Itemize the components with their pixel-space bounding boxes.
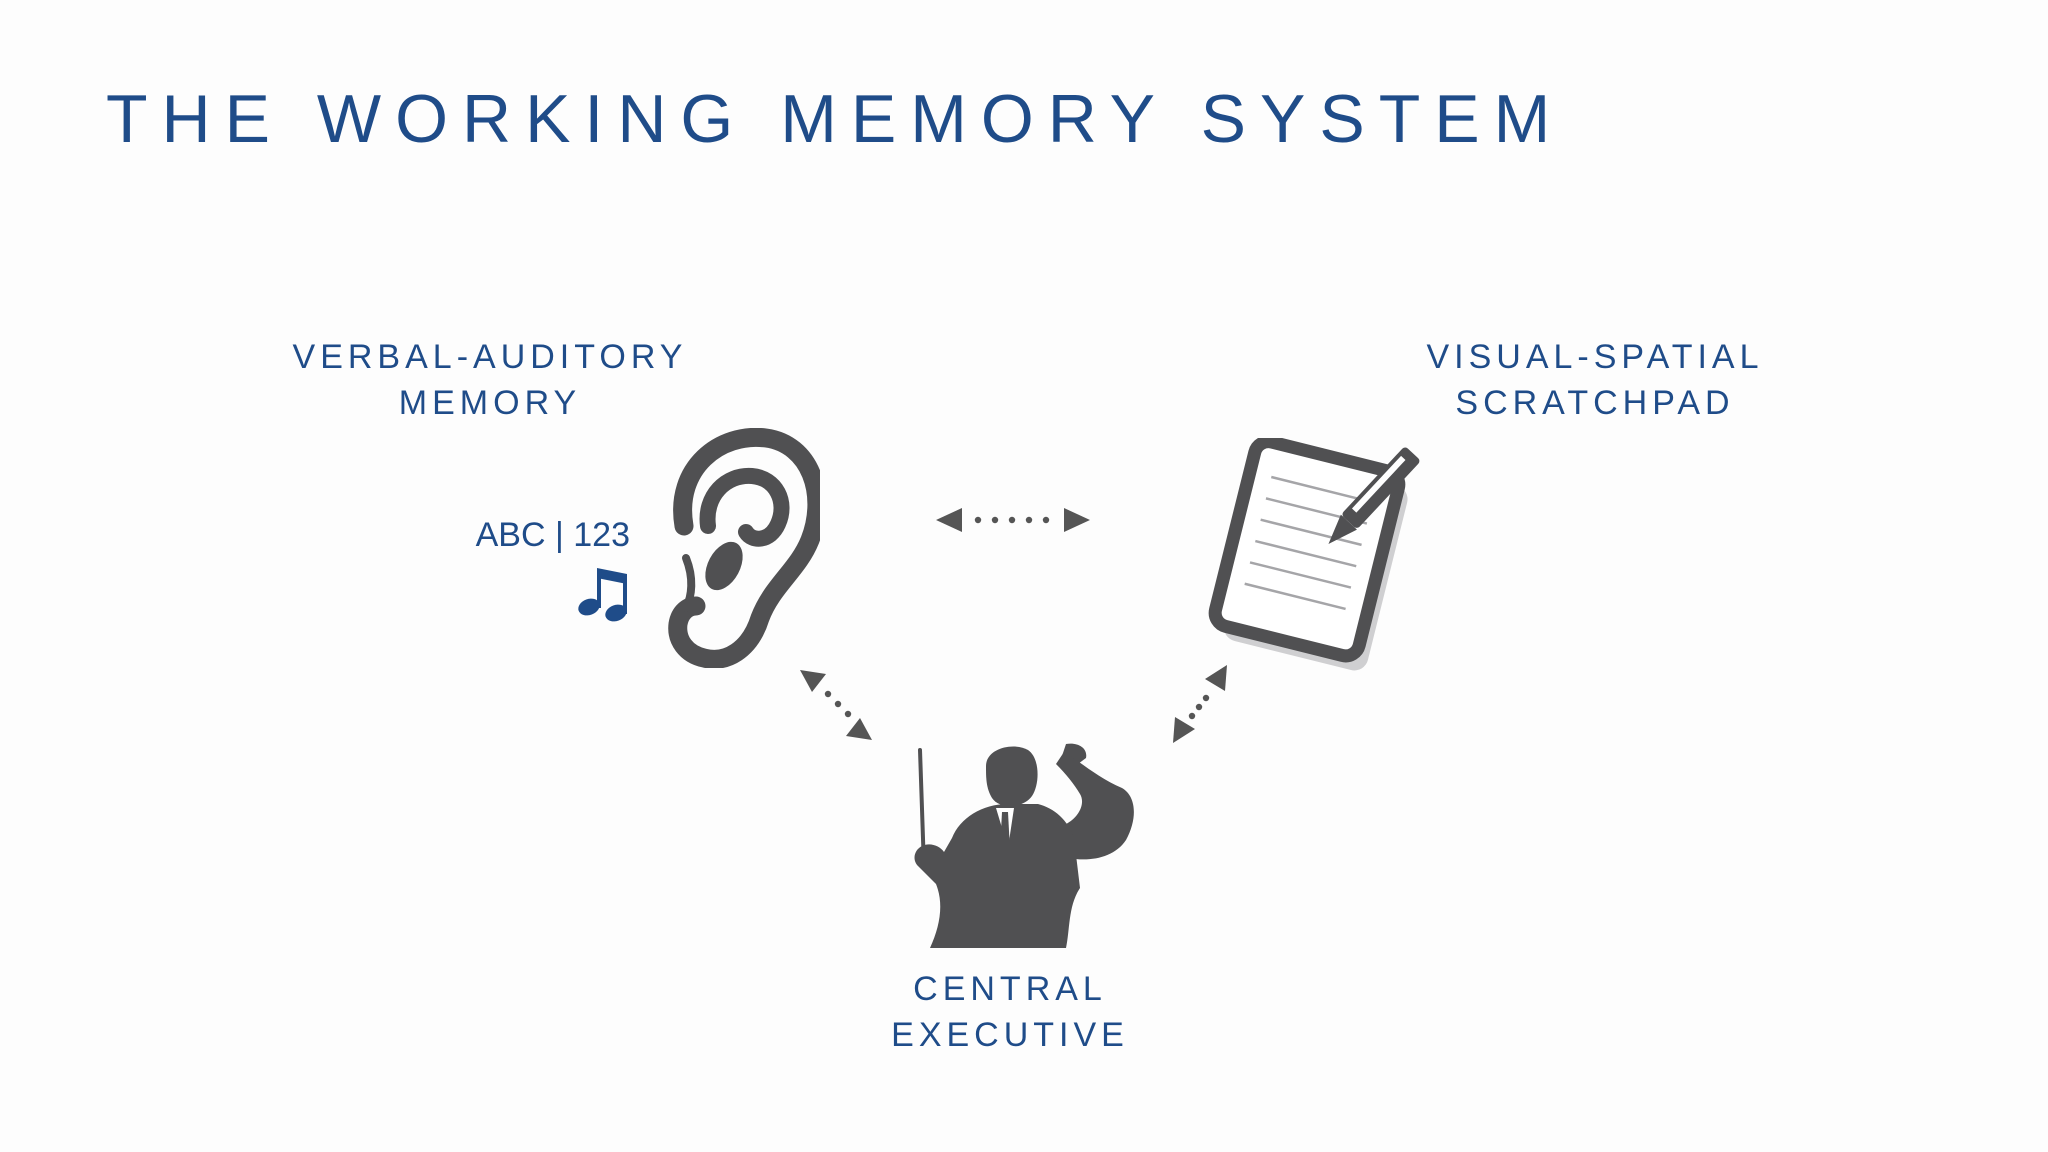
central-executive-label-line2: EXECUTIVE bbox=[891, 1016, 1129, 1054]
verbal-auditory-label-line1: VERBAL-AUDITORY bbox=[292, 338, 688, 376]
bidirectional-arrow-verbal-visual bbox=[936, 508, 1090, 532]
ear-icon bbox=[668, 428, 820, 668]
page-title: THE WORKING MEMORY SYSTEM bbox=[106, 81, 1565, 157]
central-executive-label-line1: CENTRAL bbox=[913, 970, 1107, 1008]
abc-123-annotation: ABC | 123 bbox=[475, 516, 630, 554]
verbal-auditory-label-line2: MEMORY bbox=[398, 384, 582, 422]
bidirectional-arrow-visual-central bbox=[1173, 665, 1227, 743]
music-note-icon bbox=[578, 568, 627, 622]
visual-spatial-label: VISUAL-SPATIAL SCRATCHPAD bbox=[1345, 334, 1845, 426]
visual-spatial-label-line1: VISUAL-SPATIAL bbox=[1426, 338, 1764, 376]
conductor-icon bbox=[914, 743, 1134, 948]
visual-spatial-label-line2: SCRATCHPAD bbox=[1455, 384, 1735, 422]
verbal-auditory-label: VERBAL-AUDITORY MEMORY bbox=[240, 334, 740, 426]
bidirectional-arrow-verbal-central bbox=[800, 670, 872, 740]
notepad-pen-icon bbox=[1208, 438, 1420, 671]
central-executive-label: CENTRAL EXECUTIVE bbox=[760, 966, 1260, 1058]
